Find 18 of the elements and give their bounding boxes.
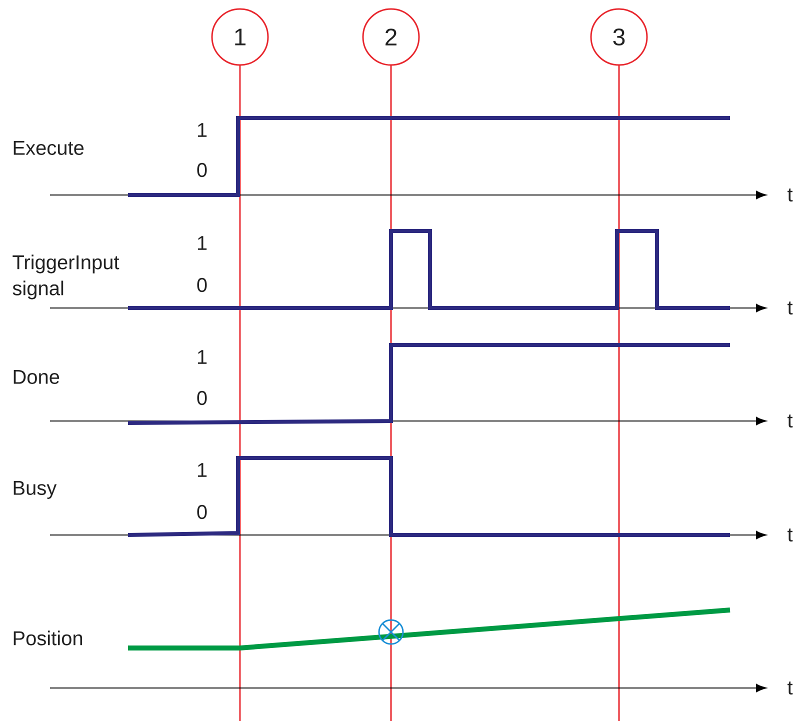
axis-label: t — [788, 681, 793, 695]
level-label: 1 — [198, 350, 207, 364]
axis-label: t — [788, 188, 793, 202]
signal-name: Position — [14, 630, 82, 646]
level-label: 0 — [197, 162, 207, 178]
signal-name: Execute — [14, 141, 84, 155]
axis-label: t — [788, 301, 793, 315]
signal-name: Done — [14, 370, 60, 384]
level-label: 1 — [198, 463, 207, 477]
level-label: 0 — [197, 504, 207, 520]
signal-name: Busy — [14, 481, 57, 499]
level-label: 1 — [198, 236, 207, 250]
axis-label: t — [788, 528, 793, 542]
level-label: 0 — [197, 278, 207, 292]
axis-label: t — [788, 414, 793, 428]
level-label: 1 — [198, 123, 207, 137]
signal-name: TriggerInput signal — [12, 254, 120, 300]
level-label: 0 — [197, 390, 207, 406]
